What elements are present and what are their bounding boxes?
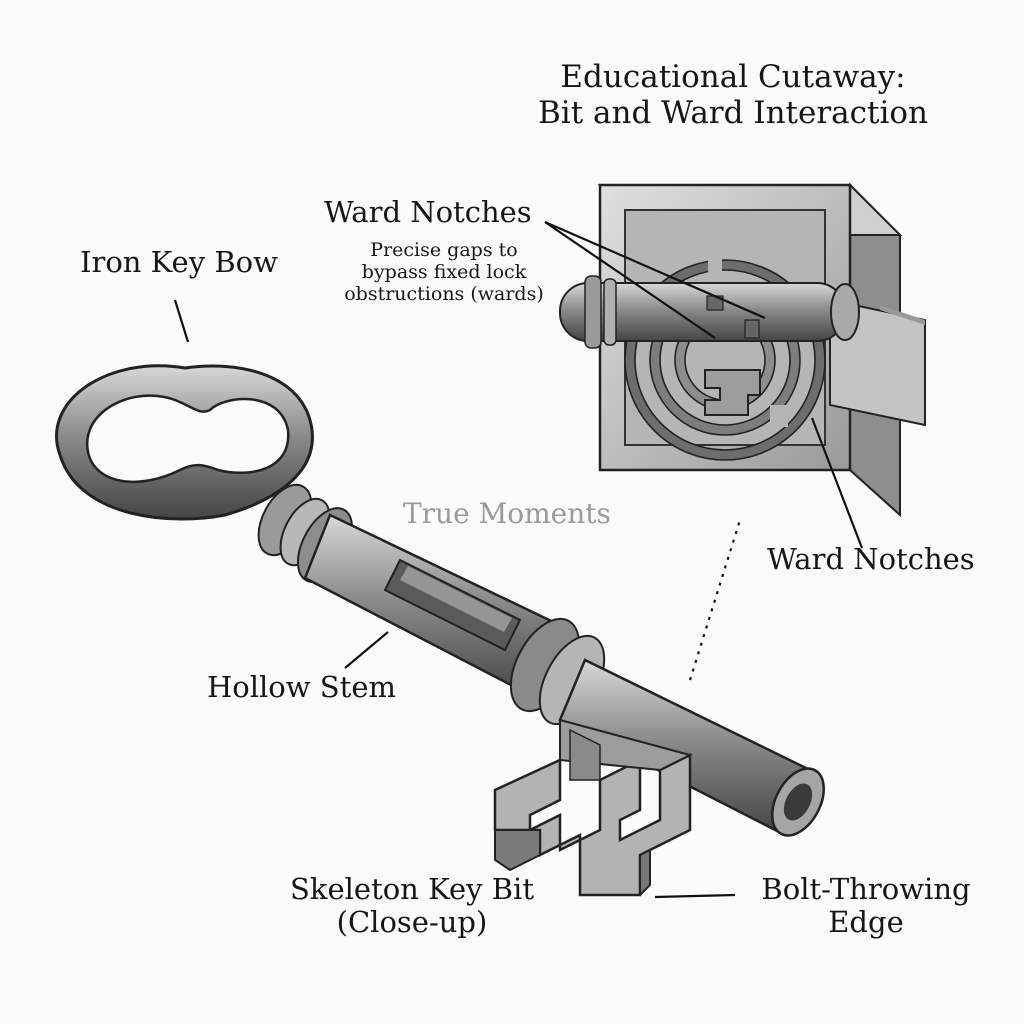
label-skeleton-key-bit: Skeleton Key Bit (Close-up) bbox=[262, 872, 562, 940]
edge-label-line-2: Edge bbox=[828, 905, 904, 940]
label-bolt-throwing-edge: Bolt-Throwing Edge bbox=[746, 872, 986, 940]
bit-label-line-2: (Close-up) bbox=[336, 905, 488, 940]
diagram-title: Educational Cutaway: Bit and Ward Intera… bbox=[528, 59, 938, 131]
key-bit-closeup bbox=[493, 718, 693, 897]
leader-dotted-cutaway bbox=[688, 519, 742, 681]
label-iron-key-bow: Iron Key Bow bbox=[80, 245, 278, 279]
desc-line-3: obstructions (wards) bbox=[344, 282, 544, 305]
label-ward-notches-top: Ward Notches bbox=[324, 195, 532, 229]
title-line-1: Educational Cutaway: bbox=[560, 59, 906, 95]
title-line-2: Bit and Ward Interaction bbox=[538, 94, 928, 131]
skeleton-key bbox=[55, 364, 825, 897]
desc-line-2: bypass fixed lock bbox=[361, 260, 527, 283]
label-ward-notches-right: Ward Notches bbox=[767, 542, 975, 576]
leader-ward-notches-right bbox=[810, 417, 864, 549]
leader-hollow-stem bbox=[344, 631, 389, 669]
lock-cutaway bbox=[559, 182, 926, 518]
key-collar-lower bbox=[509, 617, 606, 726]
leader-iron-key-bow bbox=[173, 299, 190, 343]
lock-key-bit bbox=[704, 369, 761, 416]
bit-label-line-1: Skeleton Key Bit bbox=[290, 872, 534, 906]
label-ward-notches-description: Precise gaps to bypass fixed lock obstru… bbox=[328, 239, 560, 306]
key-bow-opening bbox=[85, 394, 290, 484]
label-hollow-stem: Hollow Stem bbox=[207, 670, 396, 704]
leader-ward-notches-top-2 bbox=[544, 220, 766, 320]
watermark: True Moments bbox=[403, 497, 611, 530]
leader-lines bbox=[173, 220, 864, 899]
edge-label-line-1: Bolt-Throwing bbox=[761, 872, 971, 906]
desc-line-1: Precise gaps to bbox=[370, 239, 518, 261]
leader-bolt-throwing-edge bbox=[654, 893, 736, 899]
leader-ward-notches-top-1 bbox=[544, 221, 716, 339]
